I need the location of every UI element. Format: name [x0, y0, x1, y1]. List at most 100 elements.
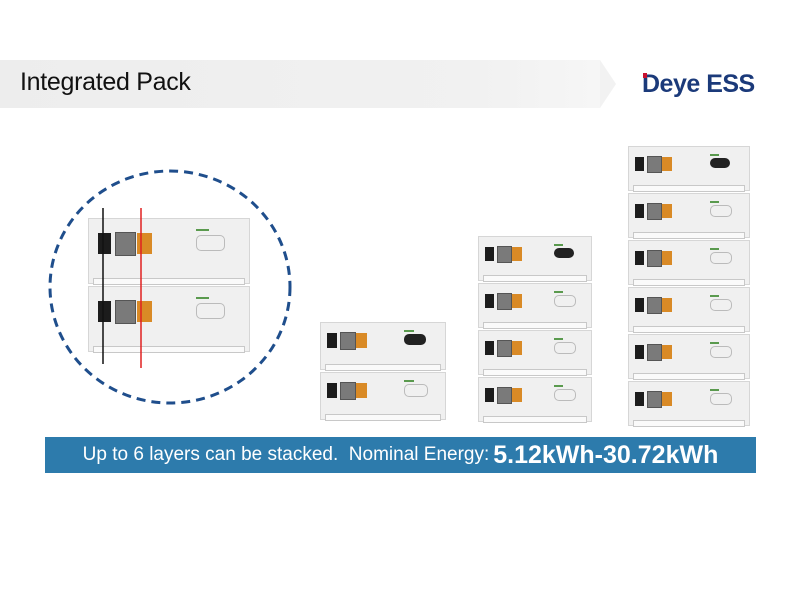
energy-banner: Up to 6 layers can be stacked. Nominal E… — [45, 437, 756, 473]
negative-terminal — [485, 246, 494, 261]
breaker-cover — [554, 341, 576, 354]
breaker-cover — [709, 345, 733, 358]
positive-terminal — [512, 293, 522, 308]
comm-port — [497, 245, 512, 263]
battery-module — [88, 218, 250, 285]
battery-module — [478, 283, 592, 329]
status-led — [709, 341, 720, 344]
negative-terminal — [485, 293, 494, 308]
status-led — [709, 247, 720, 250]
comm-port — [647, 249, 662, 267]
negative-terminal — [485, 387, 494, 402]
battery-module — [628, 381, 750, 427]
battery-module — [320, 372, 446, 421]
breaker-cover — [195, 234, 226, 252]
stack-rail — [325, 364, 441, 371]
stack-rail — [483, 275, 587, 282]
negative-terminal — [635, 156, 644, 171]
battery-module — [628, 334, 750, 380]
battery-module — [88, 286, 250, 353]
comm-port — [647, 343, 662, 361]
status-led — [709, 294, 720, 297]
battery-module — [628, 146, 750, 192]
positive-terminal — [662, 391, 672, 406]
stack-rail — [325, 414, 441, 421]
comm-port — [647, 390, 662, 408]
status-led — [709, 153, 720, 156]
comm-port — [497, 386, 512, 404]
breaker-cover — [404, 384, 428, 398]
negative-terminal — [635, 250, 644, 265]
breaker-cover — [554, 388, 576, 401]
breaker-icon — [709, 157, 731, 168]
comm-port — [497, 292, 512, 310]
battery-module — [478, 377, 592, 423]
status-led — [554, 337, 564, 340]
battery-module — [320, 322, 446, 371]
comm-port — [497, 339, 512, 357]
negative-terminal — [635, 391, 644, 406]
deye-logo: Deye ESS — [642, 70, 755, 99]
status-led — [709, 388, 720, 391]
stack-rail — [483, 416, 587, 423]
comm-port — [647, 155, 662, 173]
comm-port — [115, 299, 137, 324]
status-led — [554, 243, 564, 246]
status-led — [195, 296, 209, 299]
positive-terminal — [512, 340, 522, 355]
stack-rail — [633, 232, 745, 239]
negative-terminal — [635, 297, 644, 312]
positive-terminal — [356, 383, 367, 399]
battery-module — [628, 287, 750, 333]
negative-terminal — [485, 340, 494, 355]
positive-terminal — [356, 333, 367, 349]
detail-circle — [48, 169, 292, 405]
stack-rail — [633, 279, 745, 286]
breaker-cover — [709, 298, 733, 311]
negative-terminal — [97, 301, 111, 322]
positive-terminal — [512, 246, 522, 261]
breaker-cover — [195, 302, 226, 320]
stack-rail — [633, 373, 745, 380]
status-led — [195, 228, 209, 231]
logo-text: Deye ESS — [642, 70, 755, 98]
positive-terminal — [662, 203, 672, 218]
battery-module — [478, 330, 592, 376]
comm-port — [340, 382, 357, 401]
positive-terminal — [512, 387, 522, 402]
logo-mark-icon — [643, 73, 647, 78]
battery-module — [478, 236, 592, 282]
negative-terminal — [327, 333, 337, 349]
breaker-cover — [709, 204, 733, 217]
stack-rail — [633, 326, 745, 333]
comm-port — [647, 202, 662, 220]
comm-port — [115, 231, 137, 256]
negative-terminal — [327, 383, 337, 399]
energy-range: 5.12kWh-30.72kWh — [493, 440, 719, 469]
chevron-decoration — [600, 60, 616, 108]
status-led — [554, 384, 564, 387]
positive-terminal — [662, 156, 672, 171]
status-led — [554, 290, 564, 293]
breaker-cover — [709, 392, 733, 405]
comm-port — [340, 332, 357, 351]
battery-module — [628, 240, 750, 286]
positive-terminal — [662, 250, 672, 265]
status-led — [404, 330, 415, 333]
breaker-cover — [709, 251, 733, 264]
negative-terminal — [635, 203, 644, 218]
page-title: Integrated Pack — [20, 68, 191, 96]
stack-rail — [633, 420, 745, 427]
comm-port — [647, 296, 662, 314]
stack-rail — [93, 346, 245, 353]
breaker-icon — [404, 334, 426, 346]
breaker-cover — [554, 294, 576, 307]
stack-rail — [633, 185, 745, 192]
positive-terminal — [662, 297, 672, 312]
negative-terminal — [97, 233, 111, 254]
breaker-icon — [554, 247, 574, 258]
battery-module — [628, 193, 750, 239]
stack-rail — [483, 369, 587, 376]
header-band — [0, 60, 600, 108]
